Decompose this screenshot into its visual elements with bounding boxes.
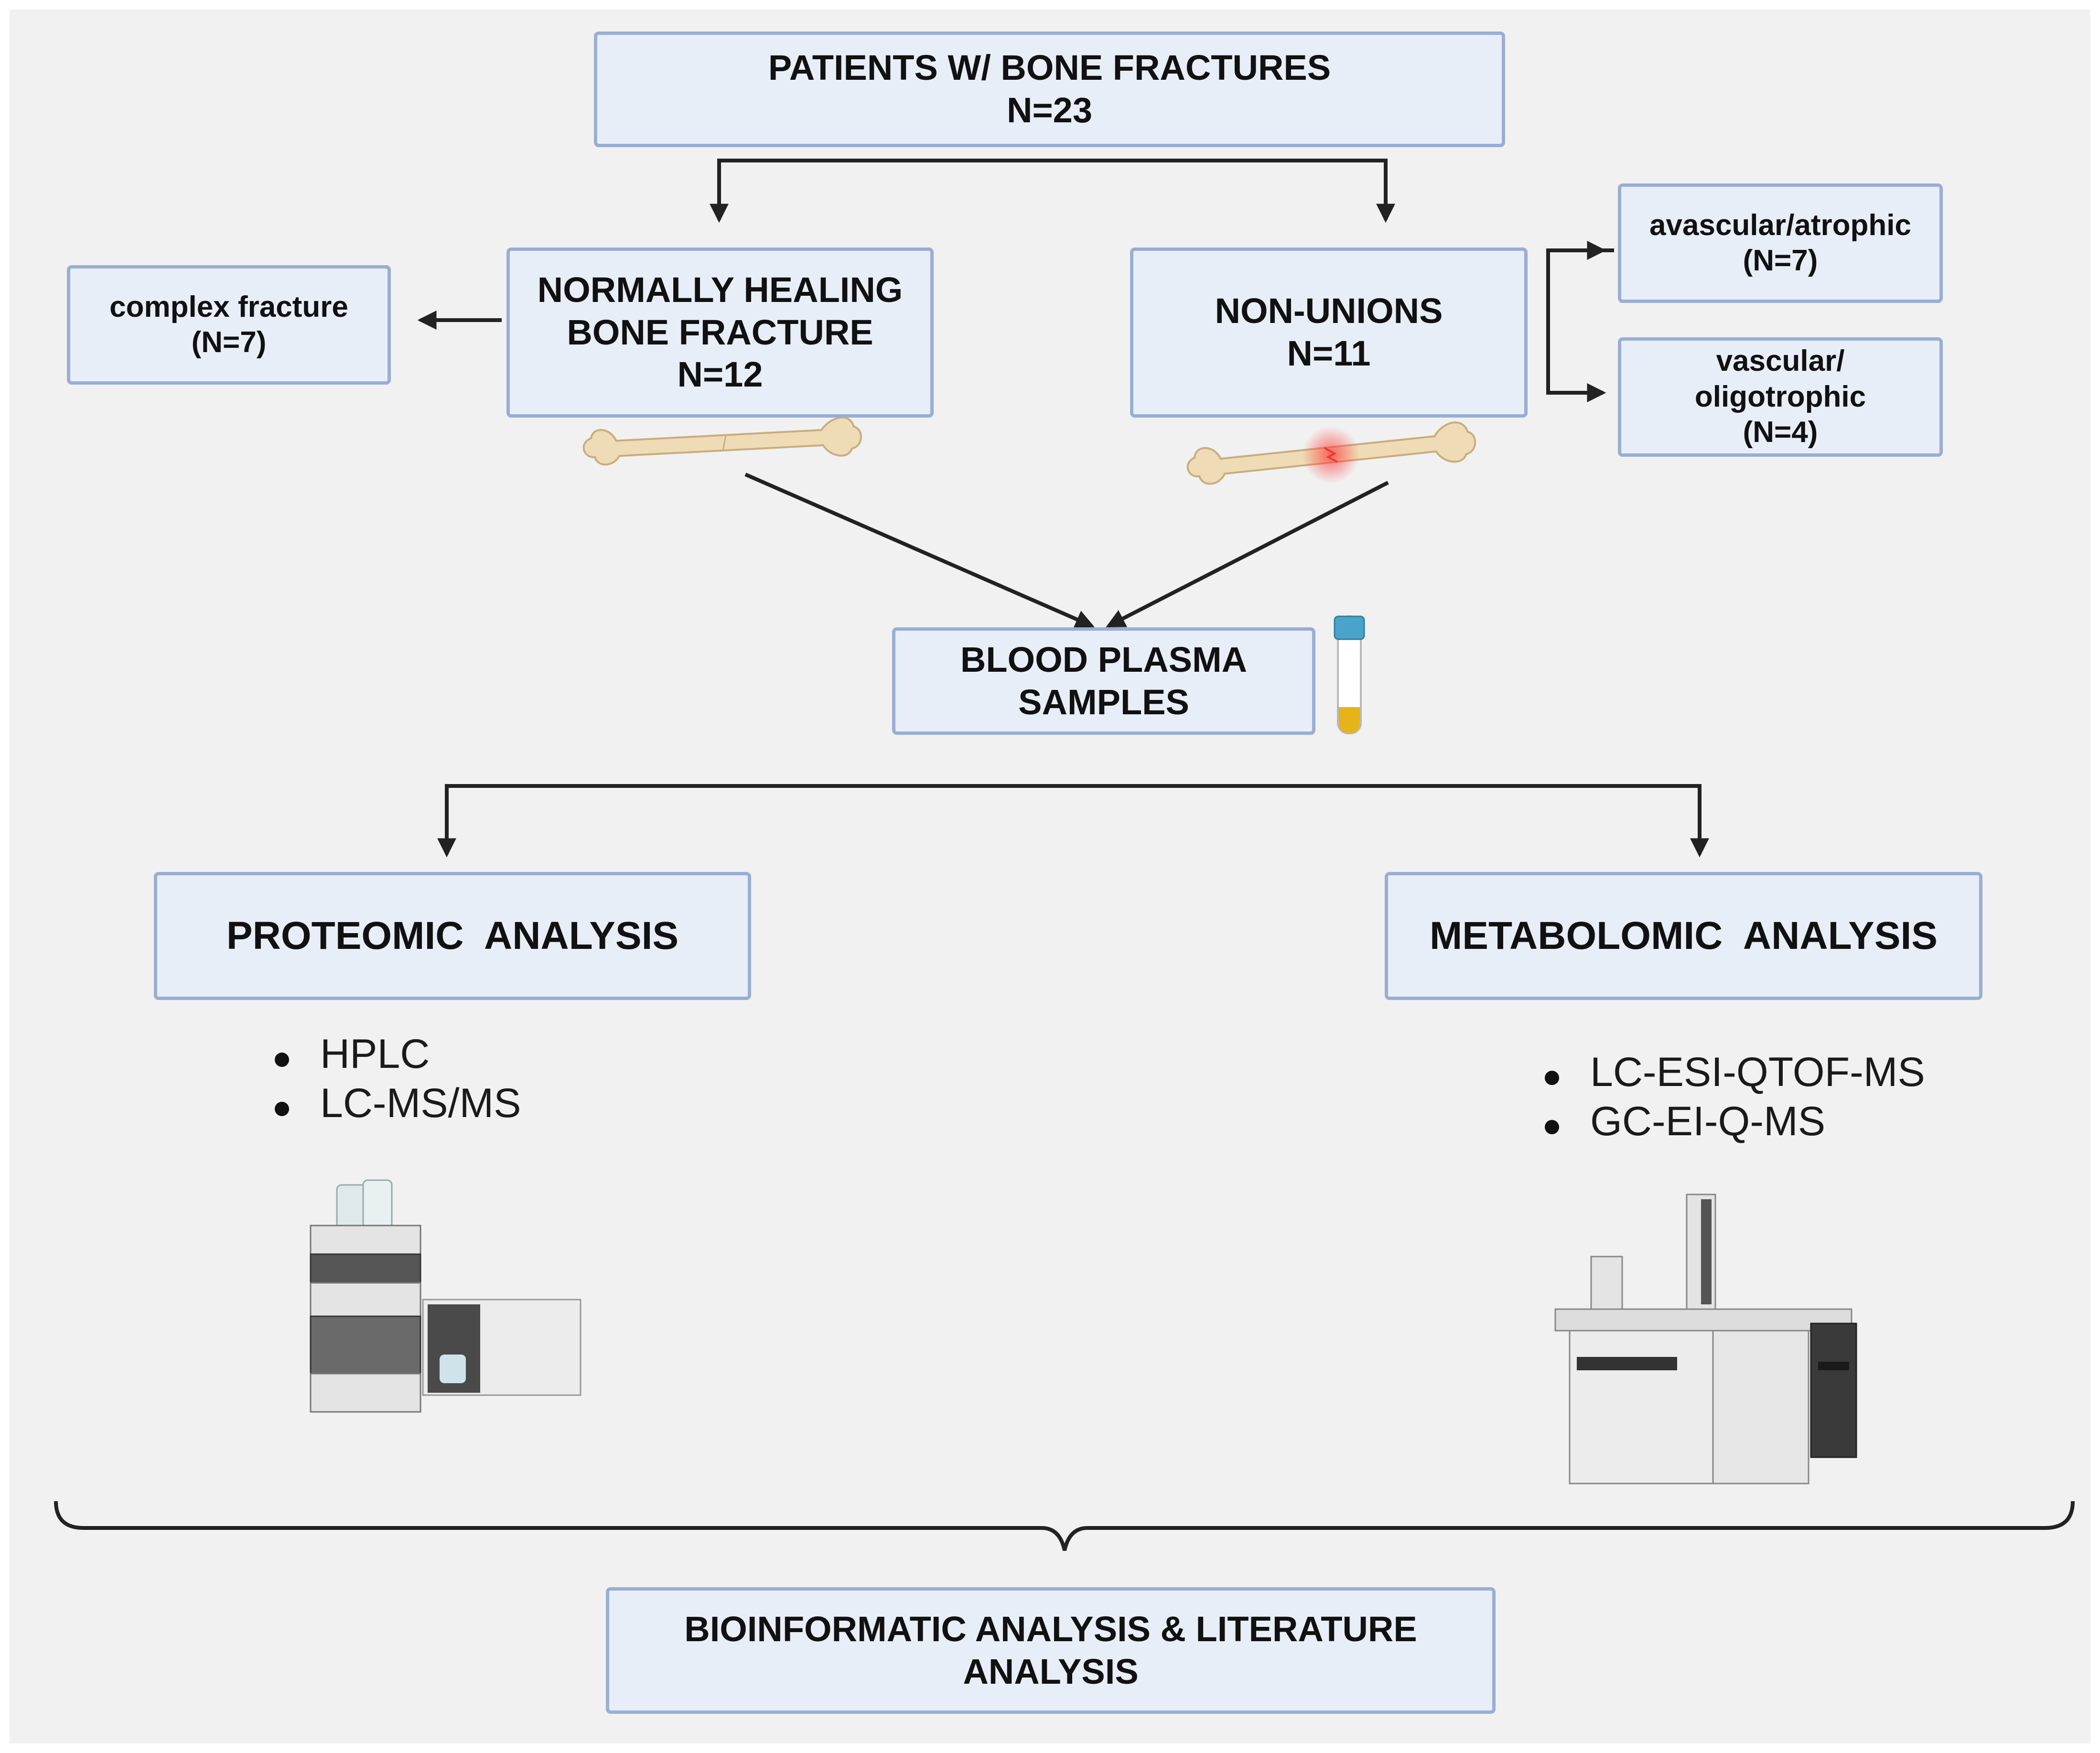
blood-plasma-box: BLOOD PLASMA SAMPLES xyxy=(892,627,1315,735)
normal-healing-box: NORMALLY HEALING BONE FRACTURE N=12 xyxy=(506,247,934,418)
arrow-nonunion-to-plasma xyxy=(1106,481,1389,628)
list-item: LC-MS/MS xyxy=(275,1079,521,1128)
patients-box: PATIENTS W/ BONE FRACTURES N=23 xyxy=(594,32,1505,147)
avascular-label: avascular/atrophic xyxy=(1649,208,1911,242)
fractured-bone-icon xyxy=(1186,421,1476,485)
patients-count: N=23 xyxy=(1007,90,1092,130)
list-item: HPLC xyxy=(275,1030,521,1079)
curly-brace xyxy=(54,1501,2075,1551)
vascular-box: vascular/ oligotrophic (N=4) xyxy=(1618,337,1943,457)
list-item: LC-ESI-QTOF-MS xyxy=(1545,1048,1925,1097)
bioinformatic-analysis-box: BIOINFORMATIC ANALYSIS & LITERATURE ANAL… xyxy=(606,1587,1496,1714)
normal-healing-line2: BONE FRACTURE xyxy=(567,312,873,352)
vascular-count: (N=4) xyxy=(1743,416,1818,449)
non-unions-box: NON-UNIONS N=11 xyxy=(1130,247,1528,418)
proteomic-analysis-box: PROTEOMIC ANALYSIS xyxy=(154,872,751,1000)
arrow-normal-to-plasma xyxy=(744,473,1095,628)
vascular-line1: vascular/ xyxy=(1716,344,1845,378)
metabolomic-analysis-title: METABOLOMIC ANALYSIS xyxy=(1430,914,1938,957)
complex-fracture-box: complex fracture (N=7) xyxy=(67,265,391,385)
normal-healing-count: N=12 xyxy=(677,355,763,395)
metabolomic-analysis-box: METABOLOMIC ANALYSIS xyxy=(1385,872,1982,1000)
patients-title: PATIENTS W/ BONE FRACTURES xyxy=(768,48,1331,88)
split-connector xyxy=(717,159,1395,223)
bone-icon xyxy=(582,416,862,466)
normal-healing-line1: NORMALLY HEALING xyxy=(537,269,903,310)
non-unions-count: N=11 xyxy=(1287,333,1371,373)
proteomic-methods-list: HPLC LC-MS/MS xyxy=(275,1030,521,1128)
proteomic-analysis-title: PROTEOMIC ANALYSIS xyxy=(226,914,679,957)
blood-tube-icon xyxy=(1334,615,1365,734)
vascular-line2: oligotrophic xyxy=(1694,380,1866,413)
metabolomic-methods-list: LC-ESI-QTOF-MS GC-EI-Q-MS xyxy=(1545,1048,1925,1146)
hplc-instrument-icon xyxy=(310,1179,582,1413)
avascular-count: (N=7) xyxy=(1743,244,1818,277)
complex-fracture-count: (N=7) xyxy=(191,326,267,359)
avascular-box: avascular/atrophic (N=7) xyxy=(1618,183,1943,303)
gc-ms-instrument-icon xyxy=(1554,1194,1857,1484)
non-unions-title: NON-UNIONS xyxy=(1215,291,1443,331)
bioinformatic-line1: BIOINFORMATIC ANALYSIS & LITERATURE xyxy=(684,1609,1417,1649)
plasma-split-connector xyxy=(445,784,1709,858)
complex-fracture-label: complex fracture xyxy=(109,290,348,323)
nonunion-bracket xyxy=(1546,248,1614,402)
list-item: GC-EI-Q-MS xyxy=(1545,1097,1925,1146)
blood-plasma-line2: SAMPLES xyxy=(1018,682,1189,722)
blood-plasma-line1: BLOOD PLASMA xyxy=(960,639,1248,679)
bioinformatic-line2: ANALYSIS xyxy=(963,1651,1139,1691)
